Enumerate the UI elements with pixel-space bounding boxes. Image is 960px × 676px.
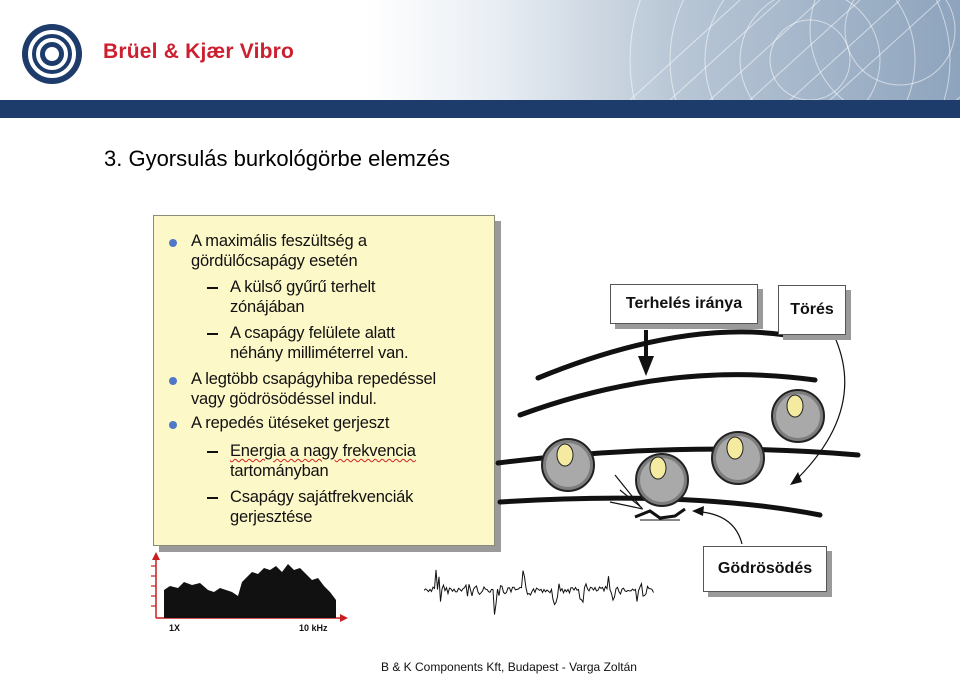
crack-lines: [609, 474, 644, 510]
note-item-3: A csapágy felülete alatt néhány millimét…: [230, 323, 409, 363]
note-line: A legtöbb csapágyhiba repedéssel: [191, 370, 436, 388]
bullet-icon: [169, 377, 177, 385]
note-line: Csapágy sajátfrekvenciák: [230, 488, 414, 506]
load-direction-label: Terhelés iránya: [610, 284, 758, 324]
note-item-1: A maximális feszültség a gördülőcsapágy …: [191, 231, 367, 271]
dash-icon: [207, 333, 218, 335]
signal-trace: [424, 569, 654, 615]
note-line: A repedés ütéseket gerjeszt: [191, 414, 390, 432]
note-item-6: Energia a nagy frekvencia tartományban: [230, 441, 416, 481]
header-band: [0, 100, 960, 118]
note-line: gördülőcsapágy esetén: [191, 252, 358, 270]
note-line: A csapágy felülete alatt: [230, 324, 395, 342]
roller-ball: [635, 453, 689, 507]
note-line: zónájában: [230, 298, 305, 316]
roller-ball: [541, 438, 595, 492]
pitting-notch: [634, 507, 686, 520]
bullet-icon: [169, 421, 177, 429]
spectrum-fill: [164, 564, 336, 618]
pitting-label: Gödrösödés: [703, 546, 827, 592]
crack-pointer-line: [797, 339, 846, 479]
dash-icon: [207, 451, 218, 453]
brand-name: Brüel & Kjær Vibro: [103, 40, 295, 63]
dash-icon: [207, 287, 218, 289]
note-item-2: A külső gyűrű terhelt zónájában: [230, 277, 376, 317]
crack-label: Törés: [778, 285, 846, 335]
bullet-icon: [169, 239, 177, 247]
note-item-4: A legtöbb csapágyhiba repedéssel vagy gö…: [191, 369, 436, 409]
note-line: tartományban: [230, 462, 329, 480]
note-item-7: Csapágy sajátfrekvenciák gerjesztése: [230, 487, 413, 527]
brand-logo-icon: [22, 24, 82, 84]
outer-race-inner-arc: [517, 372, 818, 418]
vibration-time-signal: [424, 569, 654, 615]
spectrum-x-start-label: 1X: [169, 623, 181, 633]
note-line: gerjesztése: [230, 508, 313, 526]
note-line: A maximális feszültség a: [191, 232, 367, 250]
footer-text: B & K Components Kft, Budapest - Varga Z…: [381, 660, 637, 674]
notes-box: A maximális feszültség a gördülőcsapágy …: [153, 215, 495, 546]
pitting-pointer-line: [701, 511, 743, 545]
roller-ball: [771, 389, 825, 443]
slide-title: 3. Gyorsulás burkológörbe elemzés: [104, 146, 451, 171]
rolling-elements: [541, 389, 825, 507]
note-line: néhány milliméterrel van.: [230, 344, 409, 362]
spectrum-x-end-label: 10 kHz: [299, 623, 328, 633]
bearing-diagram: [495, 329, 861, 545]
note-line: A külső gyűrű terhelt: [230, 278, 376, 296]
note-line: vagy gödrösödéssel indul.: [191, 390, 377, 408]
load-arrow-icon: [638, 330, 654, 376]
dash-icon: [207, 497, 218, 499]
note-item-5: A repedés ütéseket gerjeszt: [191, 413, 389, 433]
roller-ball: [711, 431, 765, 485]
header-banner: Brüel & Kjær Vibro: [0, 0, 960, 118]
note-line: Energia a nagy frekvencia: [230, 442, 416, 460]
spectrum-plot: [151, 552, 348, 622]
outer-race-arc: [535, 329, 789, 381]
decorative-arcs: [629, 0, 960, 100]
